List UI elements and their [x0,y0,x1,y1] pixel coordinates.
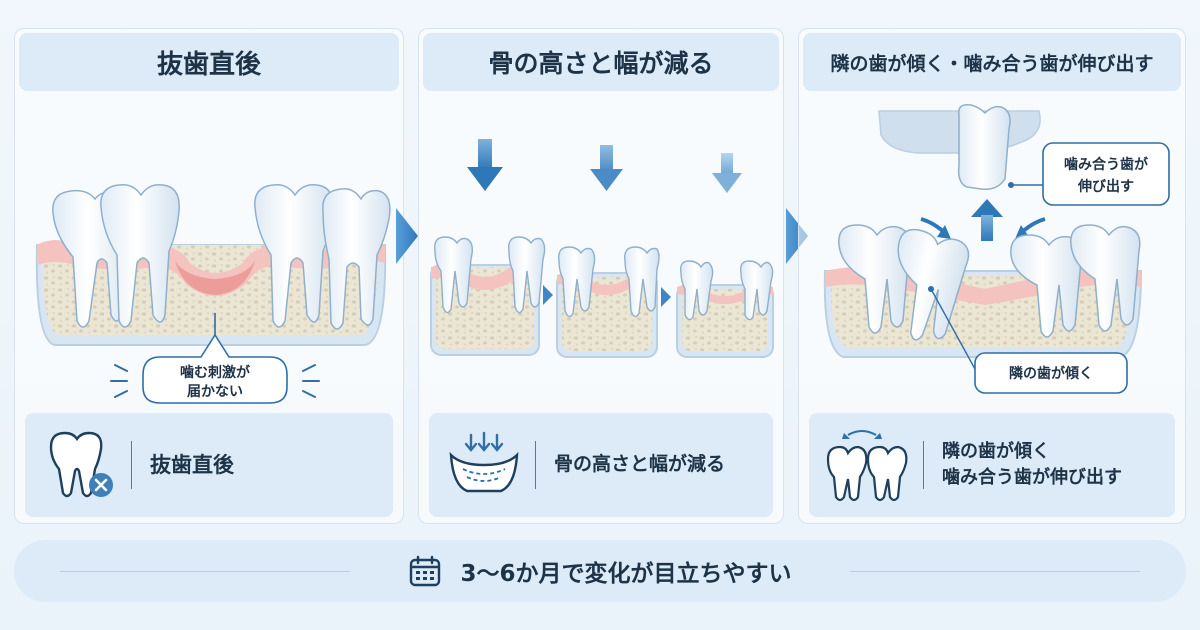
footer-text: 隣の歯が傾く 噛み合う歯が伸び出す [942,439,1122,491]
callout-top-line-2: 伸び出す [1077,178,1134,195]
teeth-shift-icon [826,430,908,502]
tooth-extraction-icon [49,431,113,498]
panel-heading: 骨の高さと幅が減る [423,33,779,91]
chevron-right-icon [396,208,418,264]
bone-block [556,246,660,358]
panel-heading-text: 抜歯直後 [156,49,261,80]
footer-divider [535,441,536,489]
extraction-illustration: 噛む刺激が 届かない [35,183,391,404]
summary-bar: 3〜6か月で変化が目立ちやすい [14,540,1186,602]
arrow-down-icon [590,145,623,191]
bone-loss-illustration [430,139,774,358]
upper-tooth [957,103,1011,191]
chevron-right-icon [786,208,808,264]
callout-line-2: 届かない [187,384,243,400]
panel-bone-loss: 骨の高さと幅が減る [418,28,784,524]
tilted-tooth [897,228,970,341]
teeth-shift-illustration: 噛み合う歯が 伸び出す 隣の歯が傾く [823,103,1170,394]
panel-heading: 抜歯直後 [19,33,399,91]
panel-footer: 抜歯直後 [25,413,393,517]
tooth [322,187,391,330]
bone-shrink-icon [449,431,519,493]
tooth [1070,224,1141,332]
divider-line [850,571,1140,572]
panel-after-extraction: 抜歯直後 [14,28,404,524]
footer-divider [923,441,924,489]
panel-heading: 隣の歯が傾く・噛み合う歯が伸び出す [803,33,1181,91]
bone-block [430,236,546,356]
panel-footer: 骨の高さと幅が減る [429,413,773,517]
footer-line: 骨の高さと幅が減る [554,453,726,476]
panel-heading-text: 骨の高さと幅が減る [488,49,714,78]
footer-text: 抜歯直後 [150,450,234,480]
summary-text: 3〜6か月で変化が目立ちやすい [460,561,792,587]
footer-line: 抜歯直後 [150,452,234,477]
arrow-up-icon [971,199,1003,241]
arrow-down-icon [467,139,503,191]
panel-teeth-shift: 隣の歯が傾く・噛み合う歯が伸び出す 噛み合う歯が 伸 [798,28,1186,524]
footer-line: 隣の歯が傾く [942,440,1050,462]
panel-heading-text: 隣の歯が傾く・噛み合う歯が伸び出す [830,52,1154,75]
callout-line-1: 噛む刺激が [180,364,251,381]
bone-block [676,260,774,358]
footer-divider [131,441,132,489]
arrow-down-icon [712,153,742,193]
tooth [100,183,180,328]
callout-top-line-1: 噛み合う歯が [1064,156,1149,173]
divider-line [60,571,350,572]
footer-line: 噛み合う歯が伸び出す [942,467,1122,488]
calendar-icon [410,555,441,587]
panel-footer: 隣の歯が傾く 噛み合う歯が伸び出す [809,413,1175,517]
callout-bottom-text: 隣の歯が傾く [1009,365,1093,382]
footer-text: 骨の高さと幅が減る [554,451,725,479]
